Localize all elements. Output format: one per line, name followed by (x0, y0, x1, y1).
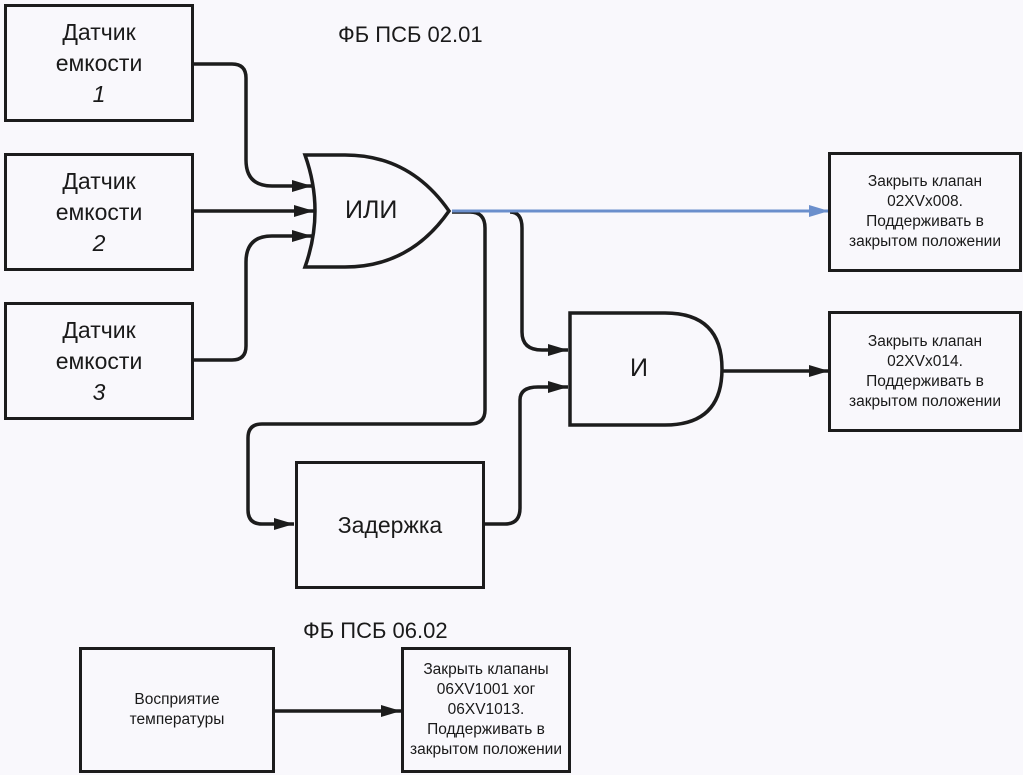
sensor-1-number: 1 (92, 80, 106, 107)
connector-sensor3-or (192, 230, 312, 362)
output-2-text: Закрыть клапан 02XVx014. Поддерживать в … (849, 332, 1001, 410)
connector-delay-and (484, 381, 568, 526)
output-1-box: Закрыть клапан 02XVx008. Поддерживать в … (828, 152, 1022, 272)
and-gate-shape (568, 311, 724, 427)
sensor-3-box: Датчик емкости 3 (4, 302, 194, 420)
connector-or-and (509, 210, 568, 356)
diagram-2-title: ФБ ПСБ 06.02 (303, 618, 448, 643)
connector-or-delay (246, 210, 487, 530)
output-1-text: Закрыть клапан 02XVx008. Поддерживать в … (849, 173, 1001, 250)
delay-box: Задержка (295, 461, 485, 589)
sensor-1-line2: емкости (55, 49, 143, 76)
or-gate-label: ИЛИ (345, 196, 398, 224)
connector-sensor1-or (192, 62, 312, 192)
sensor-1-box: Датчик емкости 1 (4, 4, 194, 122)
sensor-2-box: Датчик емкости 2 (4, 153, 194, 271)
sensor-3-line1: Датчик (62, 316, 136, 343)
delay-label: Задержка (337, 511, 443, 538)
and-gate-label: И (630, 354, 648, 382)
sensor-2-number: 2 (92, 229, 106, 256)
sensor-3-line2: емкости (55, 347, 143, 374)
sensor-3-number: 3 (92, 378, 106, 405)
output-3-text: Закрыть клапаны 06XV1001 хог 06XV1013. П… (410, 661, 562, 758)
sensor-1-line1: Датчик (62, 18, 136, 45)
output-2-box: Закрыть клапан 02XVx014. Поддерживать в … (828, 311, 1022, 432)
temperature-box: Восприятие температуры (79, 647, 275, 773)
sensor-2-line2: емкости (55, 198, 143, 225)
sensor-2-line1: Датчик (62, 167, 136, 194)
diagram-1-title: ФБ ПСБ 02.01 (338, 22, 483, 47)
or-gate-shape (302, 153, 452, 269)
output-3-box: Закрыть клапаны 06XV1001 хог 06XV1013. П… (401, 647, 571, 773)
temperature-label: Восприятие температуры (129, 691, 225, 728)
